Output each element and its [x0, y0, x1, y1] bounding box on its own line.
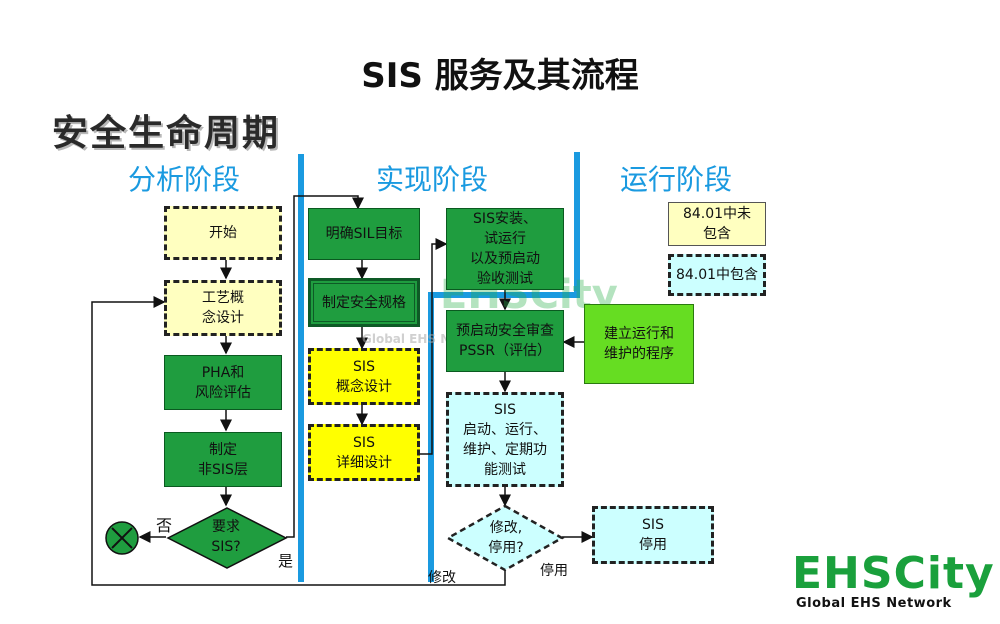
phase-divider-2-lower: [428, 294, 434, 582]
box-pssr: 预启动安全审查 PSSR（评估）: [446, 310, 564, 372]
label-decommission: 停用: [540, 563, 568, 579]
box-procedures: 建立运行和 维护的程序: [584, 304, 694, 384]
edge-require-sil: [286, 195, 364, 538]
box-safety-spec: 制定安全规格: [308, 278, 420, 327]
end-terminator-icon: [105, 521, 139, 555]
legend-included: 84.01中包含: [668, 254, 766, 296]
box-sis-install: SIS安装、 试运行 以及预启动 验收测试: [446, 208, 564, 290]
box-sil-target: 明确SIL目标: [308, 208, 420, 260]
box-sis-operation: SIS 启动、运行、 维护、定期功 能测试: [446, 392, 564, 487]
edge-modify-loop: [91, 296, 506, 586]
ehscity-logo: EHSCity: [792, 548, 995, 599]
phase-analysis: 分析阶段: [128, 163, 241, 196]
box-pha: PHA和 风险评估: [164, 355, 282, 410]
box-sis-decommission: SIS 停用: [592, 506, 714, 564]
label-yes: 是: [278, 552, 294, 570]
phase-divider-2-upper: [574, 152, 580, 296]
ehscity-tagline: Global EHS Network: [796, 596, 952, 611]
phase-operation: 运行阶段: [620, 163, 733, 196]
box-process-design: 工艺概 念设计: [164, 280, 282, 336]
label-no: 否: [156, 516, 173, 535]
box-sis-concept: SIS 概念设计: [308, 348, 420, 405]
decision-modify-decommission: [446, 504, 565, 572]
decision-require-sis: [166, 507, 288, 569]
edge-detail-install: [420, 238, 448, 455]
legend-not-included: 84.01中未 包含: [668, 202, 766, 246]
phase-divider-1: [298, 154, 304, 582]
box-sis-detail: SIS 详细设计: [308, 424, 420, 481]
label-modify: 修改: [428, 570, 456, 586]
page-title: SIS 服务及其流程: [361, 56, 639, 96]
decision-modify-label: 修改, 停用?: [488, 520, 524, 556]
phase-implementation: 实现阶段: [376, 163, 489, 196]
box-non-sis: 制定 非SIS层: [164, 432, 282, 487]
decision-require-sis-label: 要求 SIS?: [211, 519, 241, 555]
phase-divider-step: [428, 292, 580, 298]
box-start: 开始: [164, 206, 282, 260]
lifecycle-subtitle: 安全生命周期: [52, 113, 281, 154]
